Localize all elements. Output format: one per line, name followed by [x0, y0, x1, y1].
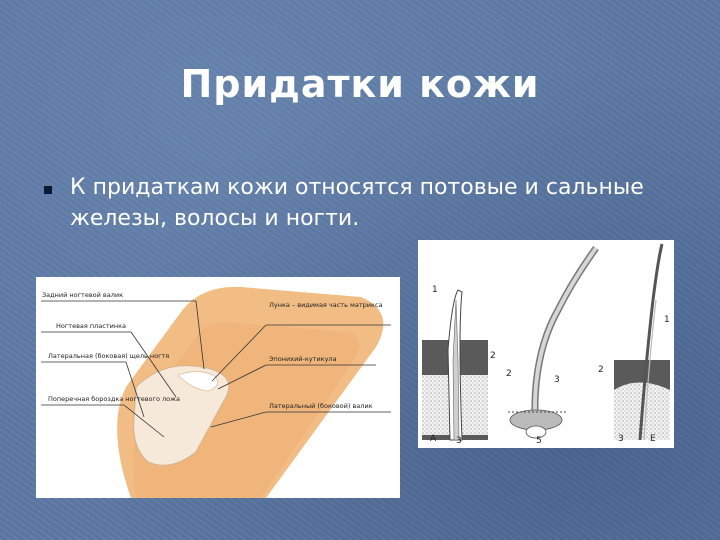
hair-label-a1: 1 — [432, 285, 438, 295]
hair-label-a2: 2 — [490, 351, 496, 361]
hair-label-c1: 1 — [664, 315, 670, 325]
hair-illustration: 1 2 3 А 2 3 5 1 2 3 Е — [422, 243, 670, 446]
hair-label-c-letter: Е — [650, 434, 656, 444]
bullet-text: К придаткам кожи относятся потовые и сал… — [70, 175, 644, 231]
hair-label-b5: 5 — [536, 436, 542, 446]
label-posterior-fold: Задний ногтевой валик — [42, 291, 123, 299]
nail-illustration: Задний ногтевой валик Ногтевая пластинка… — [41, 286, 391, 498]
label-lateral-fold: Латеральный (боковой) валик — [269, 402, 373, 410]
nail-diagram: Задний ногтевой валик Ногтевая пластинка… — [36, 277, 400, 498]
bullet-square-icon — [44, 186, 52, 194]
hair-label-a3: 3 — [456, 436, 462, 446]
slide-title: Придатки кожи — [180, 62, 540, 106]
label-transverse-groove: Поперечная бороздка ногтевого ложа — [48, 395, 180, 403]
label-lateral-groove: Латеральная (боковая) щель ногтя — [48, 352, 169, 360]
label-eponychium: Эпонихий-кутикула — [269, 355, 337, 363]
hair-label-a-letter: А — [430, 434, 437, 444]
hair-label-c2: 2 — [598, 365, 604, 375]
hair-label-b2: 2 — [506, 369, 512, 379]
hair-diagram: 1 2 3 А 2 3 5 1 2 3 Е — [418, 240, 674, 448]
label-nail-plate: Ногтевая пластинка — [56, 322, 126, 330]
label-lunula: Лунка – видимая часть матрикса — [269, 301, 383, 309]
lunula-shape — [177, 371, 218, 392]
hair-label-b3: 3 — [554, 375, 560, 385]
hair-label-c3: 3 — [618, 434, 624, 444]
